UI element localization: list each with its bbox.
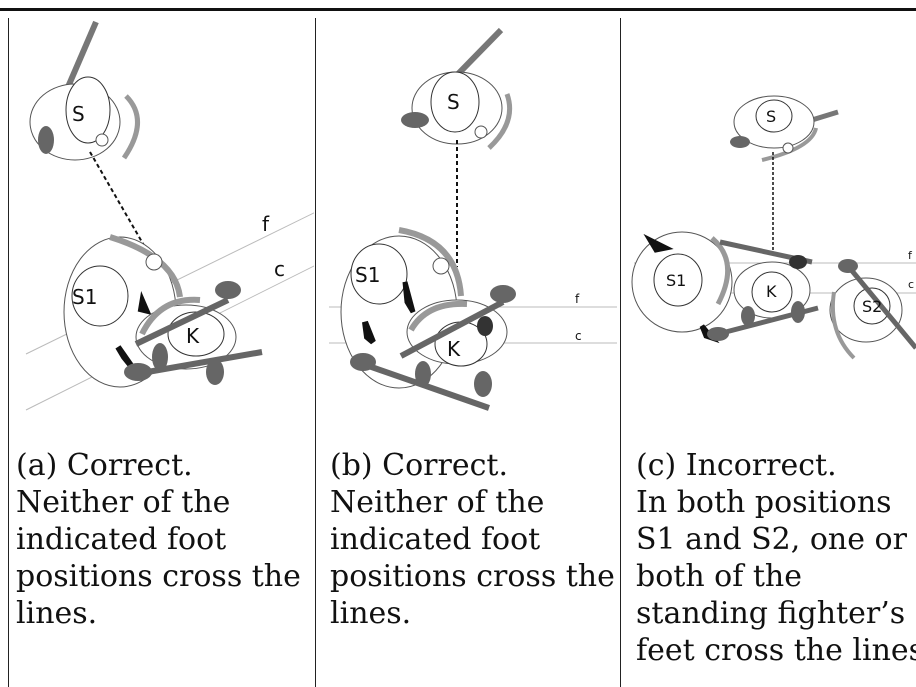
caption-line: lines. — [330, 596, 412, 631]
panel-c-diagram: f c S S1 K — [631, 95, 916, 360]
label-k: K — [766, 282, 777, 301]
caption-line: (b) Correct. — [330, 448, 508, 483]
kneeling-fighter-k: K — [350, 285, 516, 411]
panel-c: f c S S1 K — [622, 12, 916, 432]
line-f-label: f — [908, 249, 913, 262]
line-c-label: c — [575, 329, 582, 343]
caption-b: (b) Correct. Neither of the indicated fo… — [330, 447, 615, 632]
caption-line: In both positions — [636, 485, 892, 520]
line-c-label: c — [908, 278, 914, 291]
caption-line: standing fighter’s — [636, 596, 906, 631]
line-c-label: c — [274, 257, 285, 281]
label-s: S — [447, 90, 460, 114]
kneeling-fighter-k: K — [124, 281, 263, 385]
caption-line: lines. — [16, 596, 98, 631]
panel-a-diagram: f c S S1 — [25, 20, 314, 411]
fighter-s2: S2 — [829, 259, 916, 360]
caption-line: indicated foot — [16, 522, 227, 557]
label-s: S — [766, 107, 776, 126]
caption-line: (c) Incorrect. — [636, 448, 837, 483]
panel-a: f c S S1 — [10, 12, 314, 432]
standing-fighter-s: S — [730, 95, 839, 162]
caption-line: Neither of the — [330, 485, 545, 520]
label-s2: S2 — [862, 297, 882, 316]
standing-fighter-s: S — [29, 20, 140, 161]
caption-line: S1 and S2, one or — [636, 522, 907, 557]
label-s: S — [72, 102, 85, 126]
column-divider-2 — [620, 18, 622, 687]
line-f-label: f — [262, 212, 270, 236]
column-divider-1 — [315, 18, 317, 687]
caption-a: (a) Correct. Neither of the indicated fo… — [16, 447, 301, 632]
line-f-label: f — [575, 292, 580, 306]
label-s1: S1 — [72, 285, 97, 309]
caption-c: (c) Incorrect. In both positions S1 and … — [636, 447, 916, 669]
panel-b: f c S S1 — [317, 12, 619, 432]
fighter-s1: S1 — [631, 231, 733, 344]
caption-line: Neither of the — [16, 485, 231, 520]
label-s1: S1 — [666, 271, 686, 290]
top-rule — [0, 8, 916, 11]
kneeling-fighter-k: K — [707, 239, 819, 341]
caption-line: both of the — [636, 559, 803, 594]
standing-fighter-s: S — [401, 27, 513, 150]
caption-line: positions cross the — [330, 559, 615, 594]
label-k: K — [447, 337, 461, 361]
column-divider-left — [8, 18, 10, 687]
label-s1: S1 — [355, 263, 380, 287]
panel-b-diagram: f c S S1 — [329, 27, 617, 411]
label-k: K — [186, 324, 200, 348]
caption-line: (a) Correct. — [16, 448, 193, 483]
caption-line: indicated foot — [330, 522, 541, 557]
caption-line: feet cross the lines. — [636, 633, 916, 668]
caption-line: positions cross the — [16, 559, 301, 594]
